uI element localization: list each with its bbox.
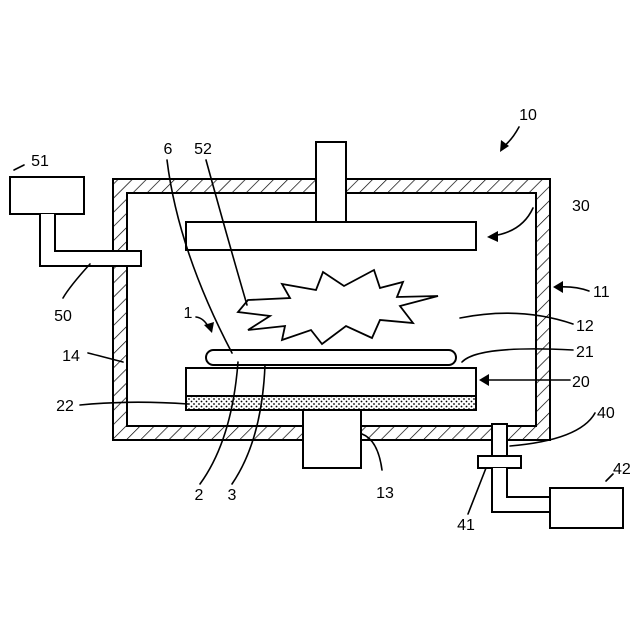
arrowhead-11 [553, 281, 563, 293]
exhaust-pipe-lower [492, 468, 550, 512]
label-stage-surface: 21 [576, 344, 594, 361]
label-chamber-wall: 14 [62, 348, 80, 365]
label-wafer-part-3: 3 [228, 487, 237, 504]
electrode-shaft [316, 142, 346, 222]
wafer [206, 350, 456, 365]
label-stage: 20 [572, 374, 590, 391]
gas-supply-box [10, 177, 84, 214]
label-wafer-part-2: 2 [195, 487, 204, 504]
label-wafer: 1 [184, 305, 193, 322]
label-chamber-bottom-port: 13 [376, 485, 394, 502]
plasma [238, 270, 438, 344]
label-wafer-edge-6: 6 [164, 141, 173, 158]
stage [186, 368, 476, 396]
arrowhead-30 [487, 231, 498, 242]
label-exhaust-pipe: 40 [597, 405, 615, 422]
label-stage-layer: 22 [56, 398, 74, 415]
label-chamber: 11 [593, 284, 610, 301]
label-valve: 41 [457, 517, 475, 534]
arrowhead-20 [479, 374, 489, 386]
stage-layer [186, 396, 476, 410]
label-apparatus: 10 [519, 107, 537, 124]
valve [478, 456, 521, 468]
label-upper-electrode: 30 [572, 198, 590, 215]
label-gas-pipe: 50 [54, 308, 72, 325]
label-plasma: 52 [194, 141, 212, 158]
stage-support [303, 410, 361, 468]
exhaust-pump-box [550, 488, 623, 528]
exhaust-pipe-upper [492, 424, 507, 456]
label-exhaust-pump: 42 [613, 461, 631, 478]
label-plasma-space: 12 [576, 318, 594, 335]
label-gas-supply: 51 [31, 153, 49, 170]
